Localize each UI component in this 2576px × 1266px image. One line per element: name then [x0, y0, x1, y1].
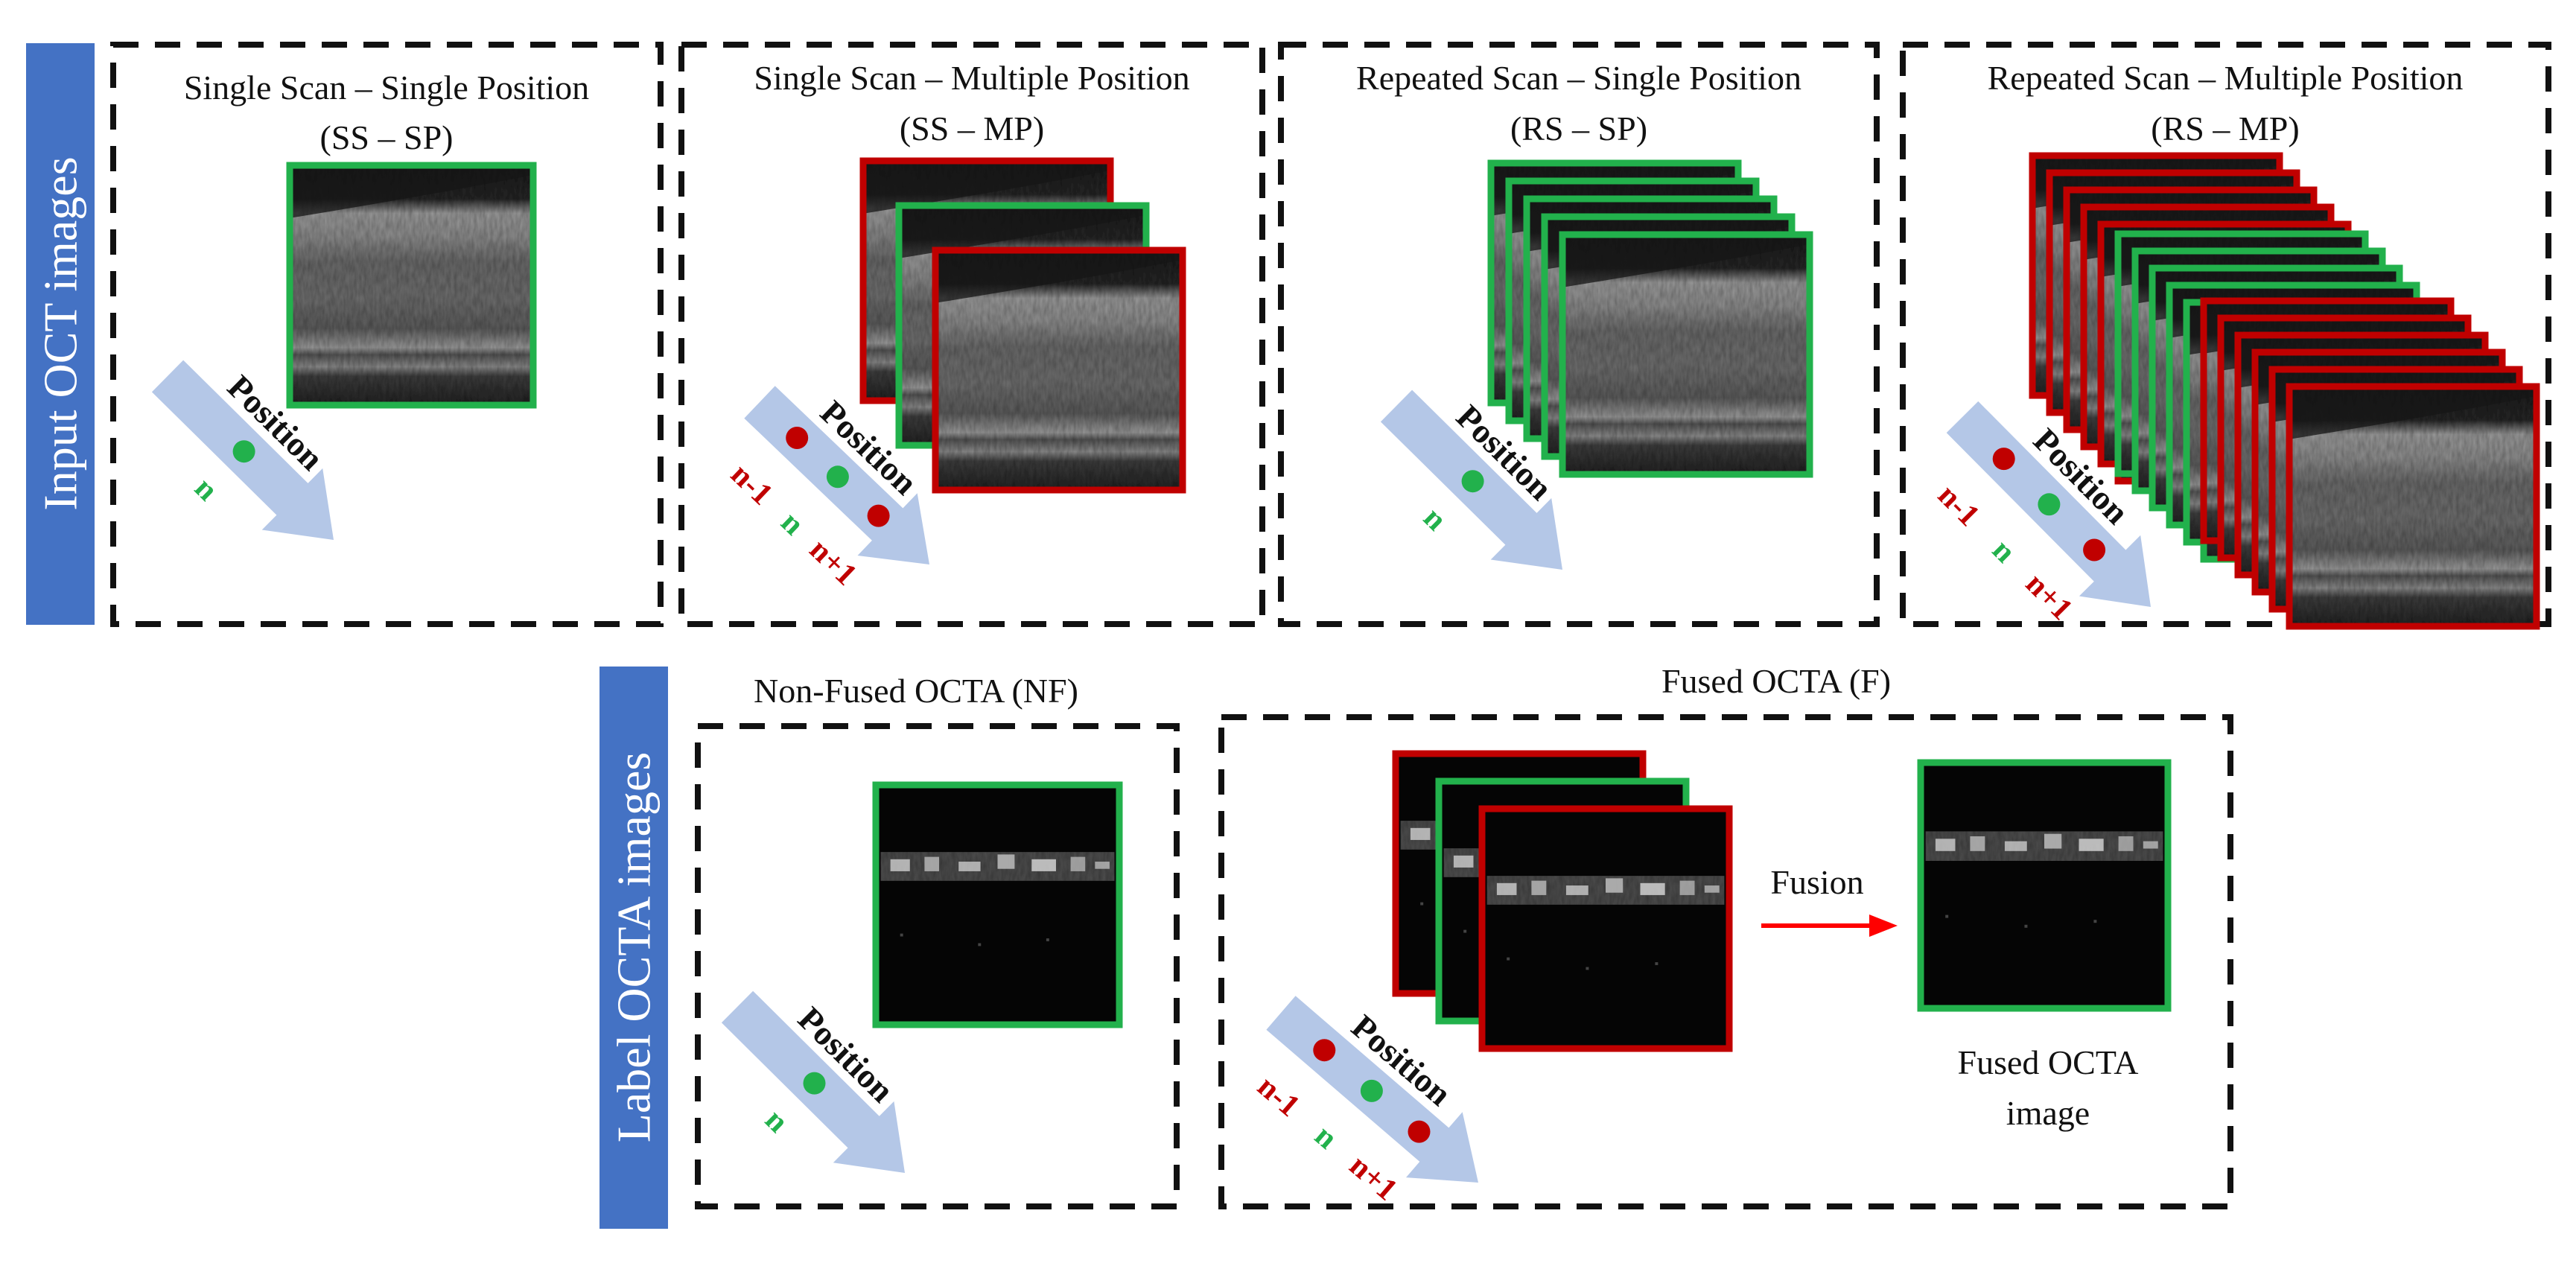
marker-n-minus-1-label: n-1: [1251, 1069, 1306, 1124]
panel-rs-sp-border: [1278, 42, 1880, 627]
panel-ss-sp-subtitle: (SS – SP): [320, 118, 454, 156]
marker-n-minus-1-dot: [1313, 1039, 1336, 1062]
image-stacks: [286, 152, 2540, 1052]
oct-frame-ss-mp-next: [932, 246, 1186, 494]
panel-ss-mp-subtitle: (SS – MP): [900, 109, 1044, 147]
panel-f-title: Fused OCTA (F): [1661, 662, 1891, 700]
fusion-label: Fusion: [1770, 863, 1863, 901]
marker-n-plus-1-dot: [1408, 1120, 1431, 1143]
octa-frame-fused: [1917, 759, 2172, 1012]
marker-n-dot: [803, 1072, 826, 1095]
panel-rs-mp-border: [1900, 42, 2551, 627]
fusion-arrow: [1761, 914, 1898, 937]
panel-nf-border: [695, 723, 1180, 1209]
panel-rs-sp-subtitle: (RS – SP): [1510, 109, 1647, 147]
marker-n-minus-1-label: n-1: [724, 457, 779, 512]
marker-n-plus-1-dot: [867, 504, 890, 527]
oct-frame-rs-mp-next: [2286, 383, 2540, 630]
marker-n-minus-1-dot: [786, 427, 809, 449]
panel-f-border: [1218, 714, 2233, 1209]
marker-n-label: n: [1416, 500, 1453, 537]
side-label-input: Input OCT images: [26, 43, 95, 625]
octa-frame-f-next: [1478, 805, 1733, 1052]
panel-rs-sp-title: Repeated Scan – Single Position: [1356, 59, 1801, 97]
marker-n-dot: [1360, 1079, 1383, 1102]
panel-ss-sp-border: [110, 42, 664, 627]
marker-n-plus-1-label: n+1: [803, 532, 863, 592]
marker-n-dot: [826, 465, 849, 489]
marker-n-label: n: [1985, 533, 2022, 570]
marker-n-label: n: [1308, 1119, 1344, 1156]
marker-n-minus-1-label: n-1: [1931, 478, 1986, 533]
octa-frame-nf: [872, 781, 1123, 1028]
panel-rs-mp-title: Repeated Scan – Multiple Position: [1988, 59, 2464, 97]
panel-rs-mp-subtitle: (RS – MP): [2151, 109, 2299, 147]
marker-n-dot: [2038, 493, 2061, 516]
side-label-label: Label OCTA images: [600, 667, 668, 1229]
marker-n-label: n: [758, 1103, 795, 1139]
marker-n-plus-1-label: n+1: [1343, 1148, 1404, 1207]
side-label-label-bg: [600, 667, 668, 1229]
marker-n-plus-1-dot: [2083, 538, 2106, 562]
marker-n-label: n: [775, 505, 811, 541]
marker-n-minus-1-dot: [1992, 448, 2015, 471]
marker-n-label: n: [188, 471, 224, 507]
oct-frame-rs-sp: [1559, 231, 1813, 478]
marker-n-dot: [1461, 470, 1484, 493]
fused-result-label-line2: image: [2006, 1094, 2090, 1132]
side-label-input-bg: [26, 43, 95, 625]
oct-frame-ss-sp: [286, 162, 537, 409]
panel-ss-sp-title: Single Scan – Single Position: [184, 69, 589, 106]
side-label-input-text: Input OCT images: [34, 156, 87, 510]
side-label-label-text: Label OCTA images: [608, 752, 661, 1143]
marker-n-dot: [232, 440, 255, 463]
marker-n-plus-1-label: n+1: [2019, 567, 2079, 627]
fused-result-label-line1: Fused OCTA: [1958, 1043, 2139, 1081]
panel-nf-title: Non-Fused OCTA (NF): [754, 672, 1078, 710]
panel-ss-mp-title: Single Scan – Multiple Position: [754, 59, 1189, 97]
